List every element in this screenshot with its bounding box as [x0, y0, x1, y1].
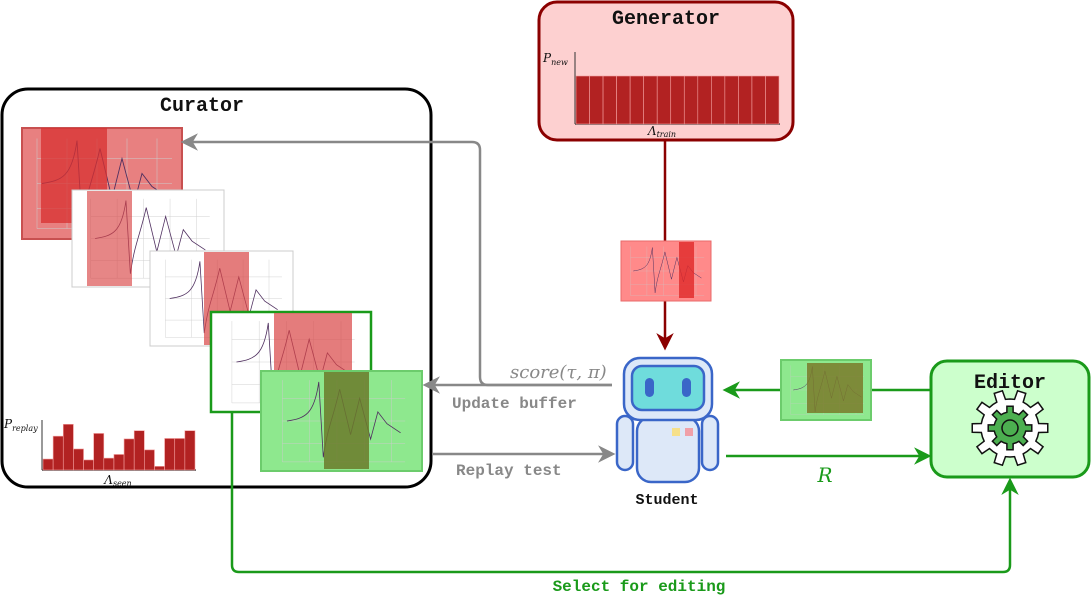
- bar-6: [93, 433, 105, 471]
- gear-icon: [971, 389, 1049, 467]
- student-robot-icon[interactable]: [615, 356, 720, 484]
- bar-8: [670, 75, 685, 125]
- replay-y-label: Preplay: [3, 417, 38, 433]
- select-for-editing-arrow: [230, 412, 1019, 574]
- bar-10: [697, 75, 712, 125]
- bar-1: [575, 75, 590, 125]
- bar-5: [83, 459, 94, 471]
- bar-4: [73, 448, 84, 471]
- bar-3: [602, 75, 617, 125]
- bar-13: [164, 438, 176, 471]
- bar-15: [184, 430, 196, 471]
- reward-label: R: [816, 463, 832, 487]
- bar-14: [174, 438, 186, 471]
- curator-box: Curator Prepla: [0, 87, 433, 489]
- bar-12: [724, 75, 739, 125]
- score-label: score(τ, π): [510, 362, 607, 383]
- bar-3: [62, 423, 74, 471]
- edited-level-thumbnail[interactable]: [780, 359, 872, 421]
- generator-bars: [575, 75, 780, 125]
- bar-12: [154, 466, 165, 471]
- bar-2: [589, 75, 604, 125]
- bar-11: [711, 75, 726, 125]
- replay-test-label: Replay test: [456, 462, 562, 480]
- bar-2: [52, 435, 64, 471]
- curator-title: Curator: [160, 95, 244, 118]
- replay-bars: [42, 423, 196, 471]
- student-label: Student: [635, 492, 698, 509]
- update-buffer-label: Update buffer: [452, 395, 577, 413]
- bar-9: [123, 438, 135, 471]
- bar-4: [616, 75, 631, 125]
- bar-15: [765, 75, 780, 125]
- buffer-card-new[interactable]: [260, 370, 423, 472]
- replay-x-label: Λseen: [103, 473, 131, 488]
- bar-14: [751, 75, 766, 125]
- generator-box: Generator Pnew Λtrain: [537, 0, 795, 142]
- bar-9: [683, 75, 699, 125]
- bar-10: [133, 430, 145, 471]
- generator-y-label: Pnew: [542, 51, 568, 67]
- bar-7: [103, 457, 115, 471]
- bar-13: [738, 75, 753, 125]
- bar-5: [629, 75, 644, 125]
- editor-box[interactable]: Editor: [929, 359, 1091, 479]
- bar-11: [144, 449, 155, 471]
- editor-title: Editor: [974, 372, 1046, 395]
- generator-x-label: Λtrain: [647, 124, 676, 139]
- select-for-editing-label: Select for editing: [553, 578, 726, 596]
- generated-level-thumbnail[interactable]: [620, 240, 712, 302]
- bar-8: [113, 454, 125, 471]
- generator-title: Generator: [612, 8, 720, 31]
- bar-7: [656, 75, 672, 125]
- bar-6: [643, 75, 658, 125]
- bar-1: [42, 458, 54, 471]
